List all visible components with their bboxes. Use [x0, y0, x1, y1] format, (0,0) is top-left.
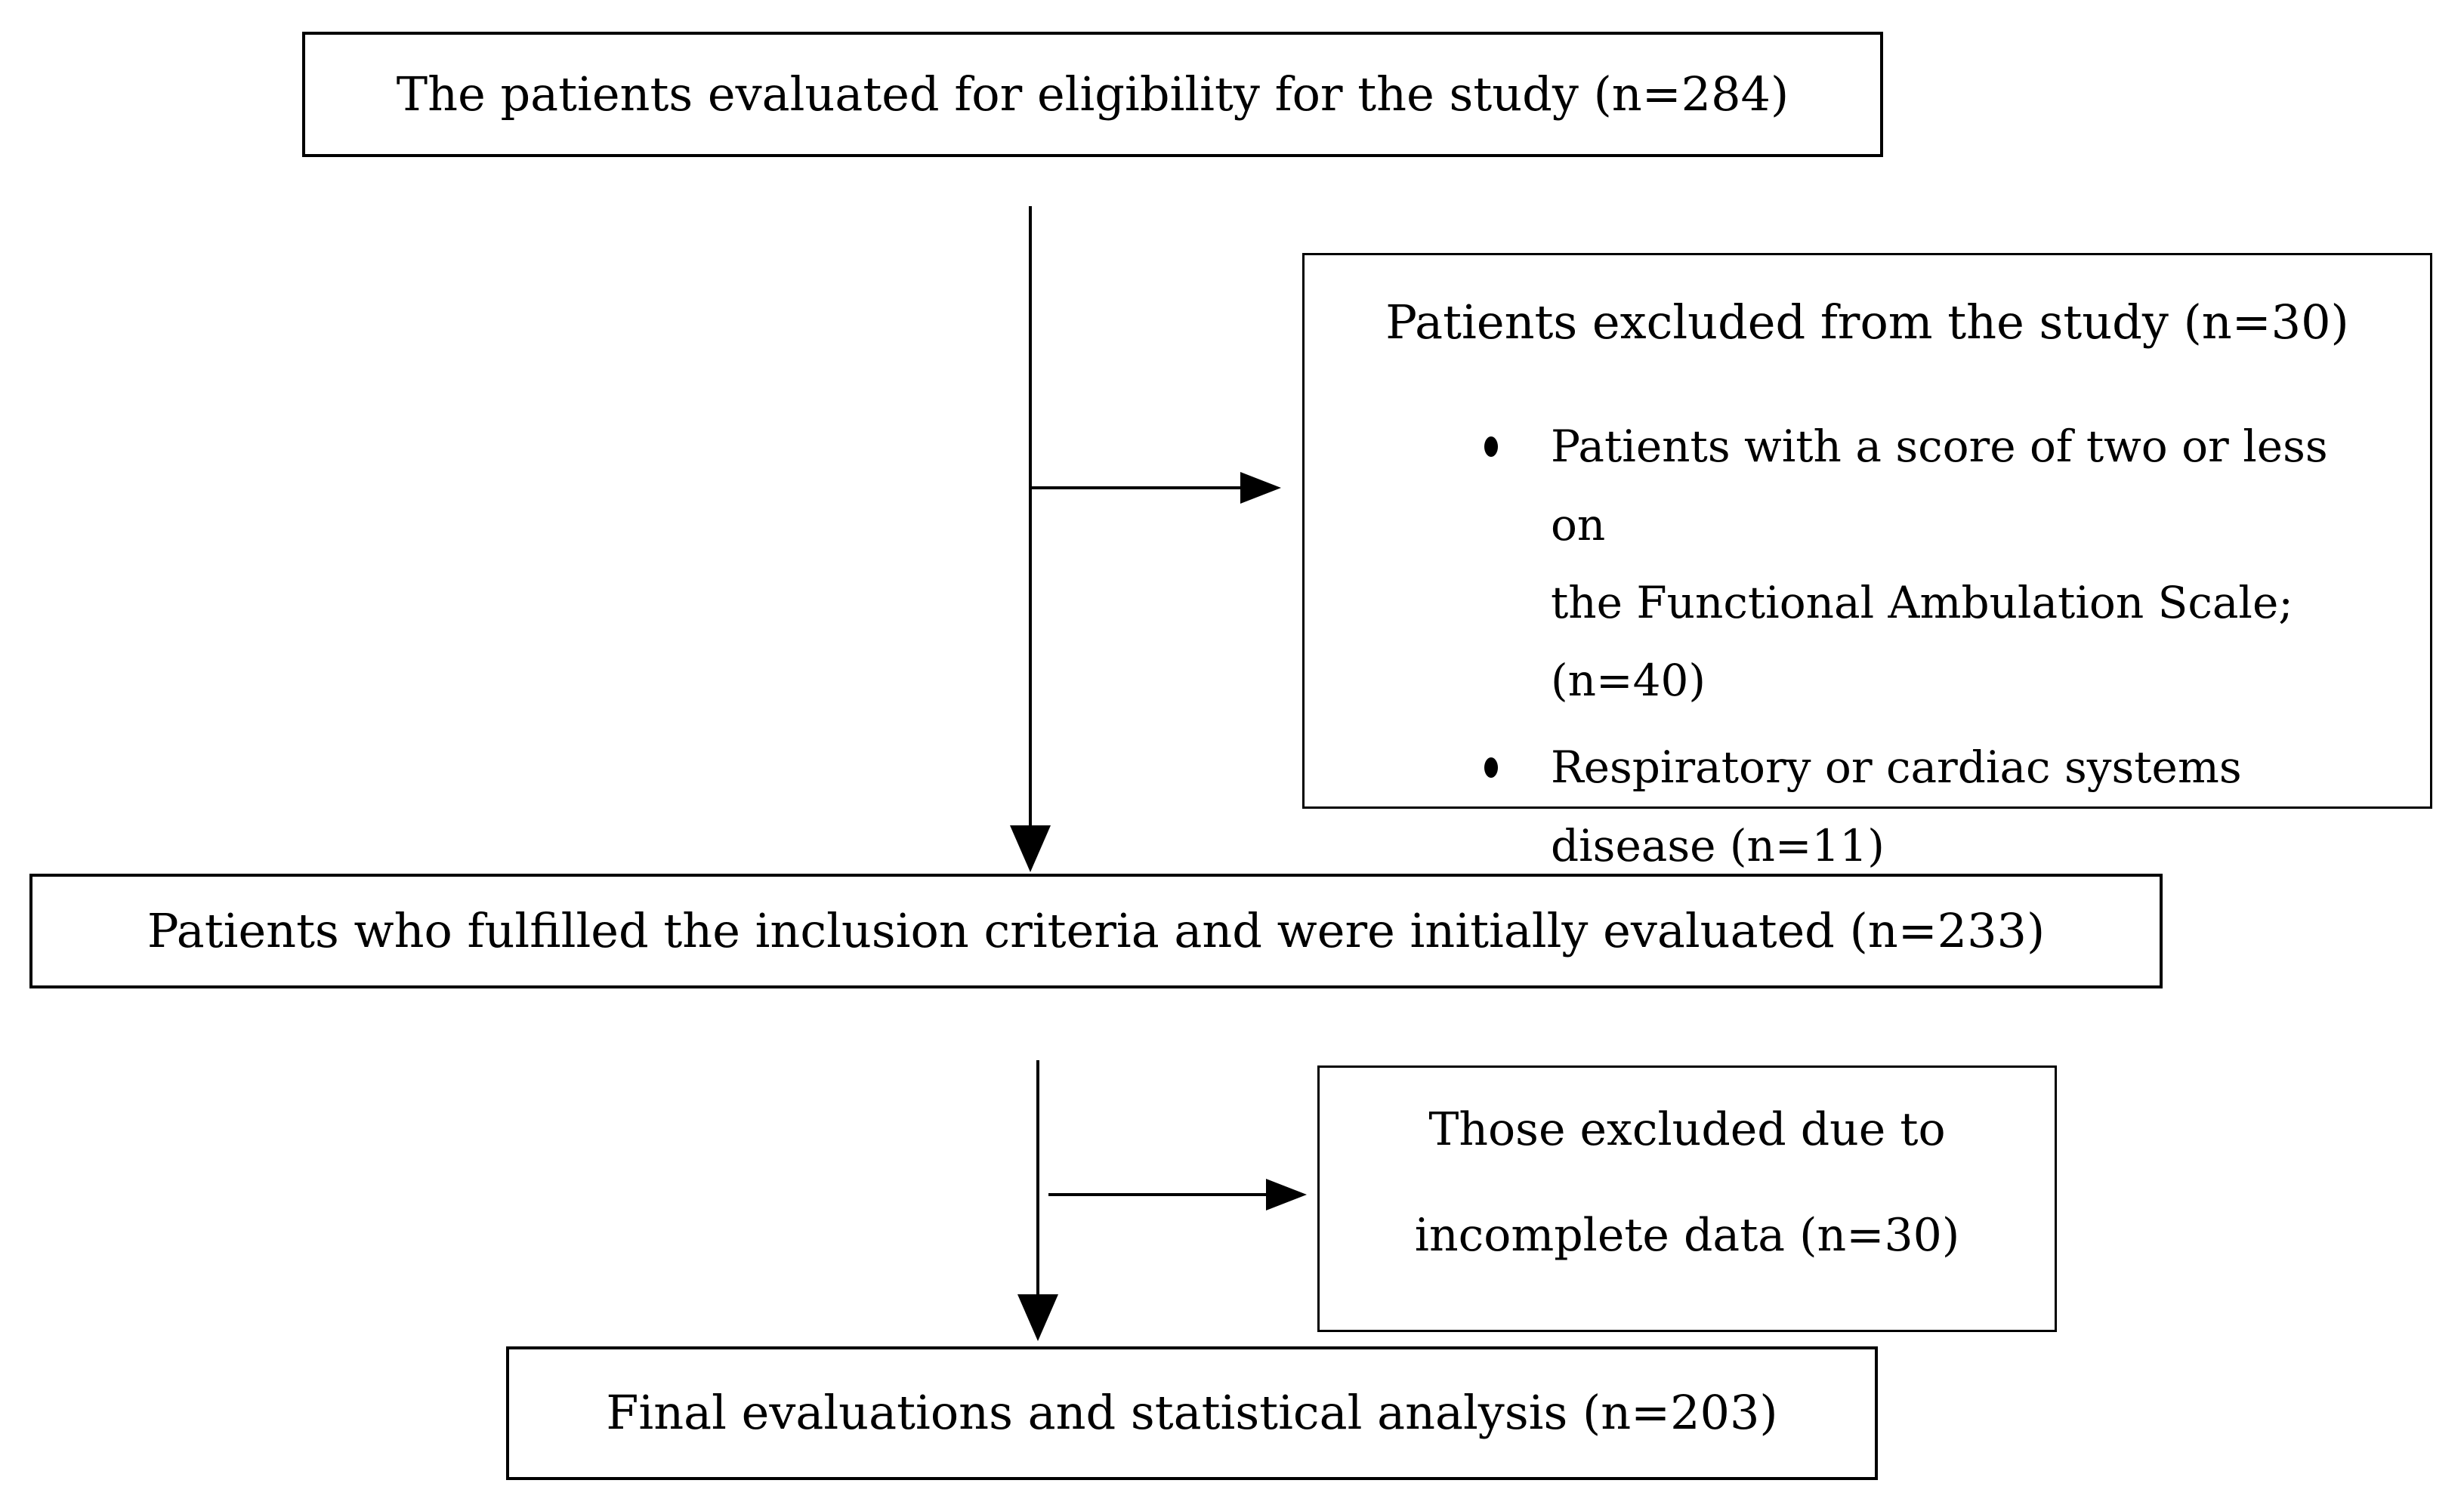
bullet-icon [1484, 757, 1498, 779]
arrowhead-down-icon [1010, 825, 1051, 872]
flow-box-final-analysis: Final evaluations and statistical analys… [506, 1346, 1878, 1480]
arrow-line-vertical-2 [1036, 1060, 1039, 1296]
arrowhead-right-icon [1240, 472, 1281, 504]
cardiac-line-1: Respiratory or cardiac systems [1551, 742, 2242, 794]
inclusion-text: Patients who fulfilled the inclusion cri… [147, 902, 2046, 958]
cardiac-line-2: disease (n=11) [1551, 819, 1885, 871]
fas-score-line-1: Patients with a score of two or less on [1551, 421, 2328, 550]
exclusion-reason-list: Patients with a score of two or less on … [1484, 408, 2388, 884]
arrowhead-down-icon [1017, 1294, 1058, 1341]
flow-box-excluded-incomplete-data: Those excluded due to incomplete data (n… [1317, 1065, 2057, 1332]
incomplete-data-line-2: incomplete data (n=30) [1414, 1209, 1960, 1262]
bullet-icon [1484, 436, 1498, 458]
arrowhead-right-icon [1266, 1179, 1307, 1210]
fas-score-line-3: (n=40) [1551, 655, 1706, 707]
list-item-cardiac-disease: Respiratory or cardiac systems disease (… [1484, 729, 2388, 884]
arrow-line-vertical-1 [1029, 206, 1032, 827]
arrow-line-branch-1 [1030, 486, 1240, 489]
excluded-study-title: Patients excluded from the study (n=30) [1385, 295, 2349, 350]
eligibility-text: The patients evaluated for eligibility f… [396, 66, 1789, 122]
fas-score-line-2: the Functional Ambulation Scale; [1551, 576, 2293, 628]
flow-box-inclusion-criteria: Patients who fulfilled the inclusion cri… [29, 874, 2163, 988]
flow-box-excluded-from-study: Patients excluded from the study (n=30) … [1302, 253, 2432, 871]
arrow-line-branch-2 [1048, 1193, 1266, 1196]
incomplete-data-line-1: Those excluded due to [1428, 1103, 1946, 1156]
final-analysis-text: Final evaluations and statistical analys… [606, 1385, 1778, 1441]
list-item-fas-score: Patients with a score of two or less on … [1484, 408, 2388, 720]
flow-box-eligibility: The patients evaluated for eligibility f… [302, 32, 1883, 157]
